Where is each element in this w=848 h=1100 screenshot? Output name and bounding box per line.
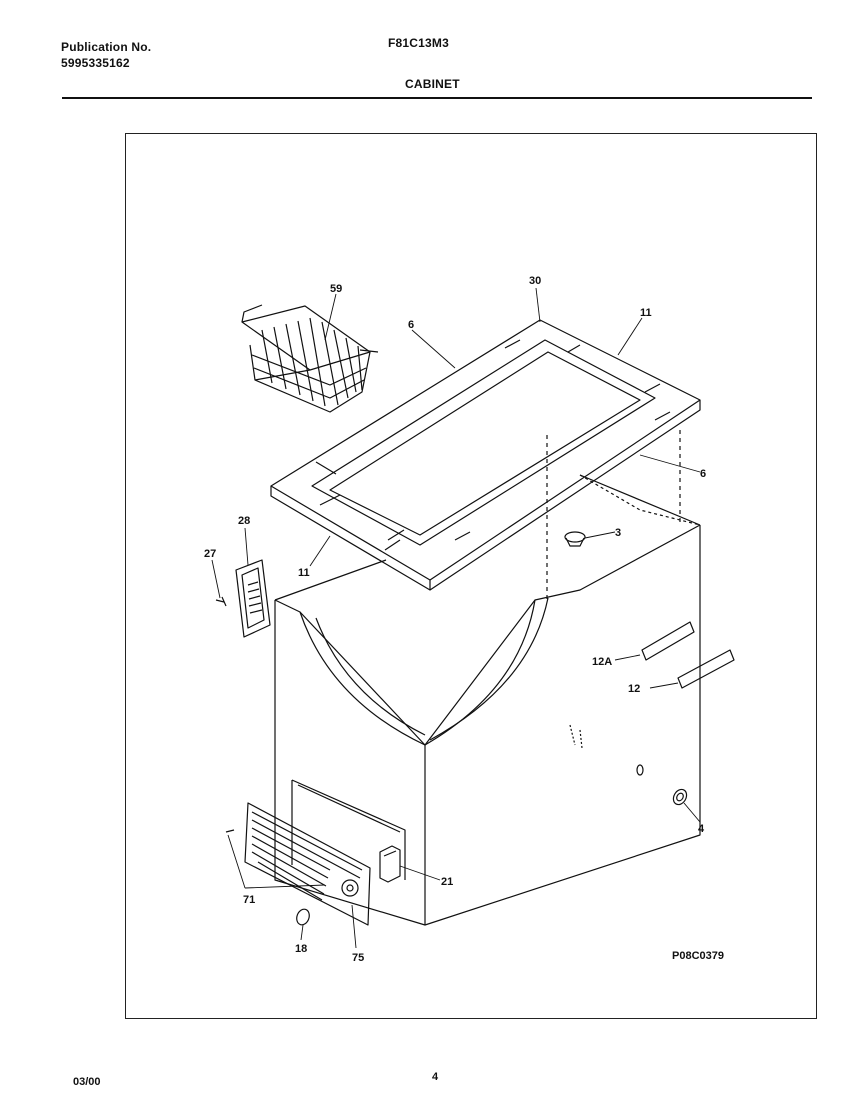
drain-plug (564, 531, 586, 547)
model-number: F81C13M3 (388, 36, 449, 50)
rating-labels (641, 621, 735, 689)
callout-11-top: 11 (640, 307, 652, 319)
drawing-number: P08C0379 (672, 950, 724, 962)
leader-lines (211, 287, 701, 949)
callout-4: 4 (698, 823, 705, 835)
page-number: 4 (432, 1071, 439, 1083)
callout-71: 71 (243, 894, 255, 906)
callout-12: 12 (628, 683, 640, 695)
leveler (672, 788, 688, 806)
callout-11-front: 11 (298, 567, 310, 579)
callout-6-left: 6 (408, 319, 414, 331)
callout-21: 21 (441, 876, 453, 888)
footer-date: 03/00 (73, 1076, 101, 1088)
basket (241, 304, 379, 413)
cabinet-body (274, 430, 701, 926)
callout-3: 3 (615, 527, 621, 539)
thermostat-control (379, 845, 401, 883)
publication-number: 5995335162 (61, 56, 130, 70)
callout-27: 27 (204, 548, 216, 560)
callout-28: 28 (238, 515, 250, 527)
section-title: CABINET (405, 77, 460, 91)
diagram-frame (125, 133, 817, 1019)
callout-6-right: 6 (700, 468, 706, 480)
control-knob (296, 908, 310, 926)
publication-label: Publication No. (61, 40, 152, 54)
header-rule (62, 97, 812, 99)
breaker-frame (270, 319, 701, 591)
callout-30: 30 (529, 275, 541, 287)
grille (225, 802, 371, 926)
callout-59: 59 (330, 283, 342, 295)
hinge-assembly (215, 559, 271, 638)
callout-75: 75 (352, 952, 364, 964)
callout-12a: 12A (592, 656, 612, 668)
callout-18: 18 (295, 943, 307, 955)
